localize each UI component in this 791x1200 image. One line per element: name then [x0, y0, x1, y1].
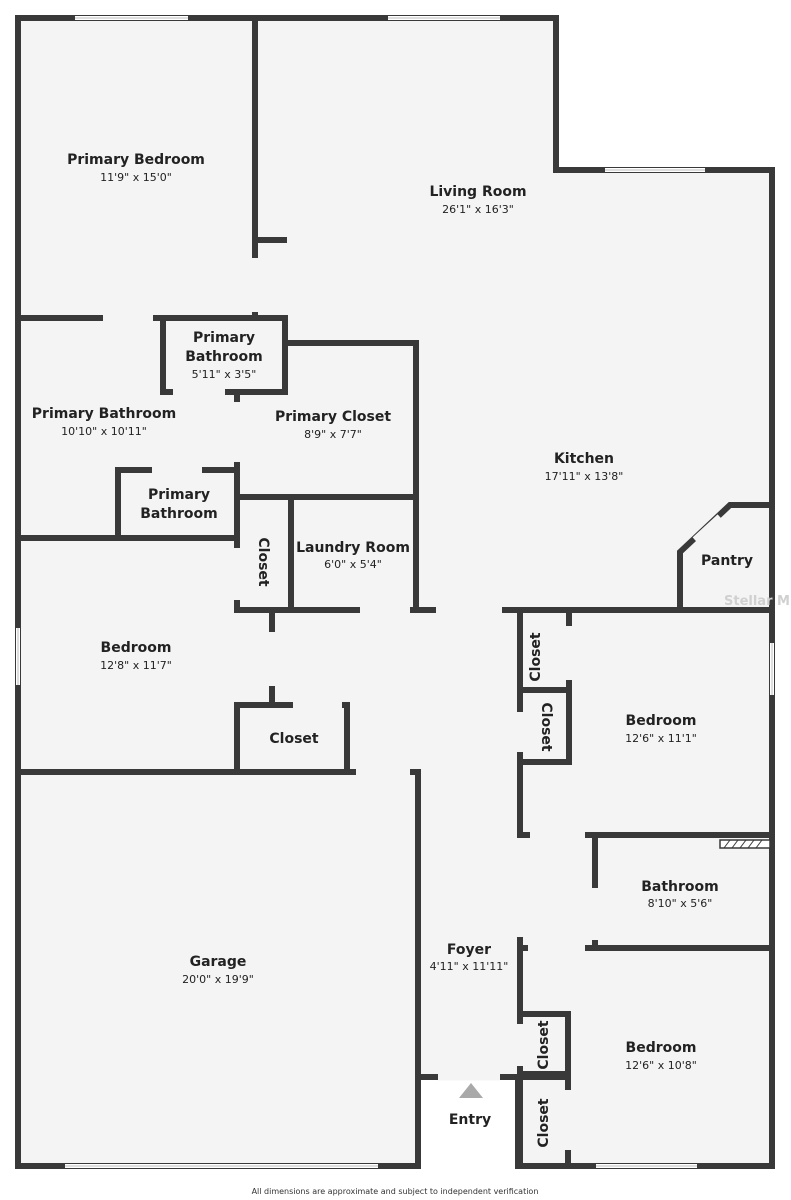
- bathroom-dims: 8'10" x 5'6": [648, 897, 713, 910]
- bedroom-right-name: Bedroom: [626, 713, 697, 729]
- closet-bottom-a-name: Closet: [536, 1020, 552, 1070]
- kitchen-dims: 17'11" x 13'8": [545, 470, 624, 483]
- closet-bottom-left-name: Closet: [269, 731, 319, 747]
- bedroom-bottom-name: Bedroom: [626, 1040, 697, 1056]
- floor-area: [18, 18, 772, 1166]
- watermark: Stellar MLS: [724, 594, 791, 609]
- garage-name: Garage: [190, 954, 247, 970]
- pantry-name: Pantry: [701, 553, 753, 569]
- closet-right-a-name: Closet: [528, 632, 544, 682]
- primary-bath-small-name-1: Primary: [193, 330, 255, 346]
- windows: [16, 16, 774, 1168]
- foyer-name: Foyer: [447, 942, 491, 958]
- laundry-room-name: Laundry Room: [296, 540, 410, 556]
- kitchen-name: Kitchen: [554, 451, 614, 467]
- closet-right-b-name: Closet: [538, 702, 554, 752]
- bedroom-left-dims: 12'8" x 11'7": [100, 659, 172, 672]
- bedroom-left-name: Bedroom: [101, 640, 172, 656]
- living-room-dims: 26'1" x 16'3": [442, 203, 514, 216]
- primary-bathroom-dims: 10'10" x 10'11": [61, 425, 147, 438]
- footer-disclaimer: All dimensions are approximate and subje…: [252, 1187, 539, 1196]
- bedroom-right-dims: 12'6" x 11'1": [625, 732, 697, 745]
- room-labels: Primary Bedroom 11'9" x 15'0" Living Roo…: [32, 152, 753, 1196]
- bedroom-bottom-dims: 12'6" x 10'8": [625, 1059, 697, 1072]
- primary-bath-2-name-1: Primary: [148, 487, 210, 503]
- bathroom-vent: [719, 839, 771, 849]
- primary-bath-2-name-2: Bathroom: [140, 506, 218, 522]
- primary-bath-small-dims: 5'11" x 3'5": [192, 368, 257, 381]
- entry-arrow-icon: [459, 1083, 483, 1098]
- door-openings: [103, 258, 723, 1150]
- living-room-name: Living Room: [429, 184, 526, 200]
- garage-dims: 20'0" x 19'9": [182, 973, 254, 986]
- closet-vertical-name: Closet: [255, 537, 271, 587]
- primary-bathroom-name: Primary Bathroom: [32, 406, 176, 422]
- primary-closet-name: Primary Closet: [275, 409, 391, 425]
- foyer-dims: 4'11" x 11'11": [430, 960, 509, 973]
- primary-closet-dims: 8'9" x 7'7": [304, 428, 362, 441]
- primary-bath-small-name-2: Bathroom: [185, 349, 263, 365]
- bathroom-name: Bathroom: [641, 879, 719, 895]
- primary-bedroom-name: Primary Bedroom: [67, 152, 205, 168]
- laundry-room-dims: 6'0" x 5'4": [324, 558, 382, 571]
- closet-bottom-b-name: Closet: [536, 1098, 552, 1148]
- entry-name: Entry: [449, 1112, 491, 1128]
- primary-bedroom-dims: 11'9" x 15'0": [100, 171, 172, 184]
